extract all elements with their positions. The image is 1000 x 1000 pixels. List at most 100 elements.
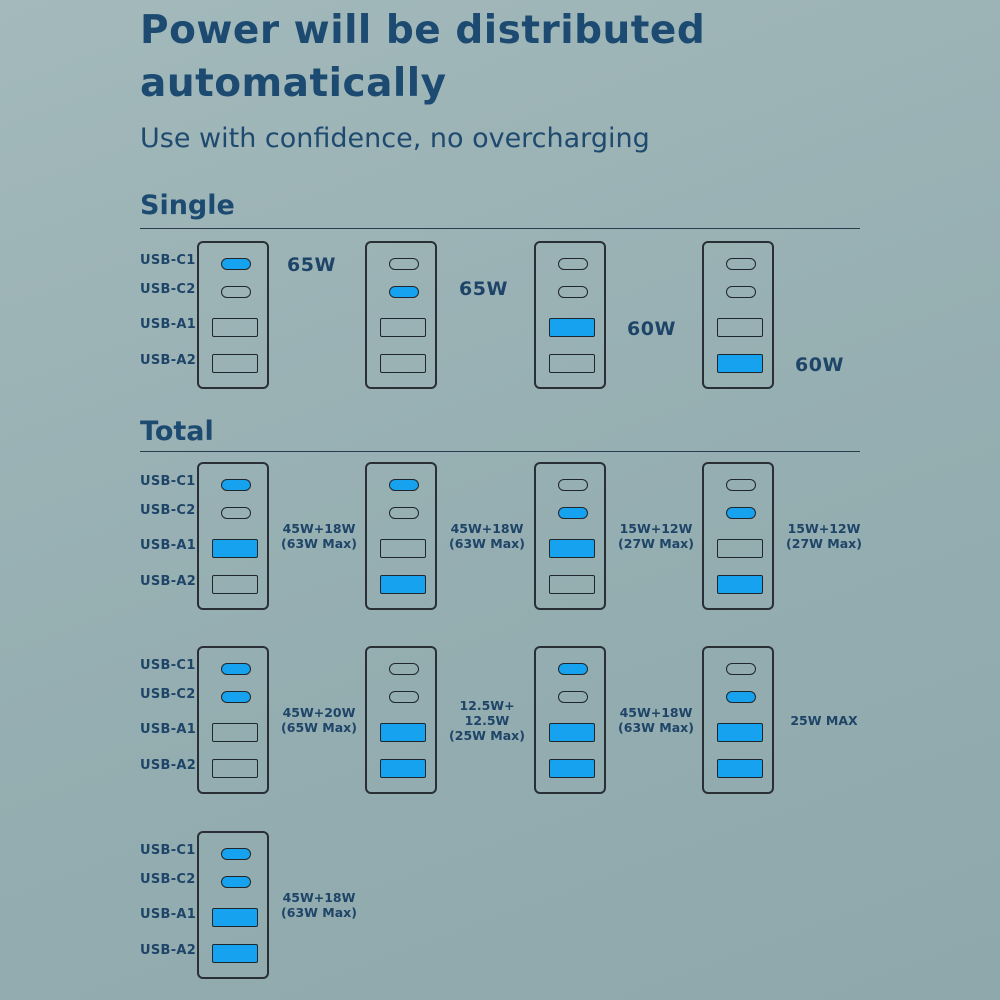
usb-a-port-inactive bbox=[380, 354, 426, 373]
usb-c-port-inactive bbox=[726, 479, 756, 491]
section-divider-single bbox=[140, 228, 860, 229]
total-row-1-port-label-usb-a2: USB-A2 bbox=[140, 574, 197, 589]
usb-c-port-active bbox=[221, 848, 251, 860]
usb-c-port-active bbox=[726, 691, 756, 703]
usb-c-port-active bbox=[221, 691, 251, 703]
single-wattage-2: 65W bbox=[459, 278, 508, 300]
total-charger-9 bbox=[197, 831, 269, 979]
single-wattage-1: 65W bbox=[287, 254, 336, 276]
total-charger-3 bbox=[534, 462, 606, 610]
single-charger-2 bbox=[365, 241, 437, 389]
total-charger-7 bbox=[534, 646, 606, 794]
usb-a-port-inactive bbox=[212, 318, 258, 337]
total-row-3-port-label-usb-a1: USB-A1 bbox=[140, 907, 197, 922]
total-row-1-port-label-usb-a1: USB-A1 bbox=[140, 538, 197, 553]
total-row-2-port-label-usb-c1: USB-C1 bbox=[140, 658, 196, 673]
usb-c-port-active bbox=[221, 663, 251, 675]
usb-c-port-active bbox=[558, 663, 588, 675]
usb-a-port-active bbox=[380, 759, 426, 778]
total-charger-4 bbox=[702, 462, 774, 610]
single-wattage-4: 60W bbox=[795, 354, 844, 376]
single-port-label-usb-c1: USB-C1 bbox=[140, 253, 196, 268]
usb-a-port-inactive bbox=[212, 723, 258, 742]
total-row-3-port-label-usb-c2: USB-C2 bbox=[140, 872, 196, 887]
page-subtitle: Use with confidence, no overcharging bbox=[140, 123, 650, 154]
section-divider-total bbox=[140, 451, 860, 452]
usb-a-port-active bbox=[212, 539, 258, 558]
usb-a-port-active bbox=[212, 944, 258, 963]
total-charger-8 bbox=[702, 646, 774, 794]
total-wattage-1: 45W+18W (63W Max) bbox=[281, 521, 357, 551]
usb-c-port-inactive bbox=[389, 663, 419, 675]
single-charger-4 bbox=[702, 241, 774, 389]
single-port-label-usb-a2: USB-A2 bbox=[140, 353, 197, 368]
total-wattage-5: 45W+20W (65W Max) bbox=[281, 705, 357, 735]
usb-c-port-inactive bbox=[558, 691, 588, 703]
usb-a-port-inactive bbox=[717, 318, 763, 337]
usb-a-port-active bbox=[549, 759, 595, 778]
single-port-label-usb-a1: USB-A1 bbox=[140, 317, 197, 332]
usb-c-port-inactive bbox=[558, 479, 588, 491]
total-wattage-4: 15W+12W (27W Max) bbox=[786, 521, 862, 551]
title-line-1: Power will be distributed bbox=[140, 8, 706, 53]
usb-a-port-active bbox=[380, 575, 426, 594]
total-row-3-port-label-usb-a2: USB-A2 bbox=[140, 943, 197, 958]
usb-c-port-inactive bbox=[389, 258, 419, 270]
total-wattage-9: 45W+18W (63W Max) bbox=[281, 890, 357, 920]
usb-c-port-inactive bbox=[558, 258, 588, 270]
usb-a-port-inactive bbox=[212, 759, 258, 778]
usb-c-port-active bbox=[389, 479, 419, 491]
page-title: Power will be distributed automatically bbox=[140, 4, 705, 110]
usb-a-port-active bbox=[549, 318, 595, 337]
total-wattage-8: 25W MAX bbox=[790, 712, 858, 728]
usb-c-port-inactive bbox=[726, 258, 756, 270]
usb-c-port-active bbox=[389, 286, 419, 298]
usb-a-port-active bbox=[549, 723, 595, 742]
usb-c-port-active bbox=[726, 507, 756, 519]
usb-c-port-active bbox=[221, 479, 251, 491]
total-charger-5 bbox=[197, 646, 269, 794]
usb-c-port-inactive bbox=[389, 691, 419, 703]
single-charger-3 bbox=[534, 241, 606, 389]
usb-c-port-active bbox=[558, 507, 588, 519]
section-heading-total: Total bbox=[140, 416, 214, 447]
total-row-2-port-label-usb-a2: USB-A2 bbox=[140, 758, 197, 773]
usb-a-port-active bbox=[549, 539, 595, 558]
usb-a-port-inactive bbox=[380, 318, 426, 337]
total-wattage-7: 45W+18W (63W Max) bbox=[618, 705, 694, 735]
usb-a-port-active bbox=[212, 908, 258, 927]
usb-c-port-active bbox=[221, 258, 251, 270]
total-wattage-6: 12.5W+ 12.5W (25W Max) bbox=[449, 697, 525, 743]
total-charger-2 bbox=[365, 462, 437, 610]
usb-a-port-active bbox=[717, 354, 763, 373]
usb-a-port-inactive bbox=[549, 354, 595, 373]
usb-a-port-active bbox=[717, 723, 763, 742]
usb-c-port-inactive bbox=[558, 286, 588, 298]
total-row-1-port-label-usb-c1: USB-C1 bbox=[140, 474, 196, 489]
usb-c-port-inactive bbox=[221, 507, 251, 519]
total-charger-6 bbox=[365, 646, 437, 794]
total-wattage-2: 45W+18W (63W Max) bbox=[449, 521, 525, 551]
total-wattage-3: 15W+12W (27W Max) bbox=[618, 521, 694, 551]
usb-c-port-inactive bbox=[389, 507, 419, 519]
total-row-2-port-label-usb-c2: USB-C2 bbox=[140, 687, 196, 702]
usb-a-port-active bbox=[380, 723, 426, 742]
usb-a-port-inactive bbox=[212, 354, 258, 373]
total-charger-1 bbox=[197, 462, 269, 610]
total-row-2-port-label-usb-a1: USB-A1 bbox=[140, 722, 197, 737]
usb-a-port-inactive bbox=[717, 539, 763, 558]
usb-c-port-inactive bbox=[221, 286, 251, 298]
usb-c-port-inactive bbox=[726, 663, 756, 675]
single-port-label-usb-c2: USB-C2 bbox=[140, 282, 196, 297]
usb-a-port-inactive bbox=[212, 575, 258, 594]
total-row-3-port-label-usb-c1: USB-C1 bbox=[140, 843, 196, 858]
section-heading-single: Single bbox=[140, 190, 235, 221]
usb-c-port-inactive bbox=[726, 286, 756, 298]
single-wattage-3: 60W bbox=[627, 318, 676, 340]
single-charger-1 bbox=[197, 241, 269, 389]
usb-a-port-active bbox=[717, 575, 763, 594]
usb-a-port-inactive bbox=[380, 539, 426, 558]
usb-c-port-active bbox=[221, 876, 251, 888]
total-row-1-port-label-usb-c2: USB-C2 bbox=[140, 503, 196, 518]
usb-a-port-active bbox=[717, 759, 763, 778]
